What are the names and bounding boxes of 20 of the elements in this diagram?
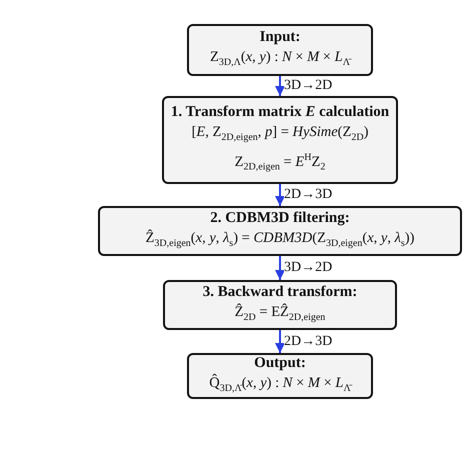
process-box	[163, 280, 397, 330]
process-box	[162, 96, 398, 184]
step-title: 2. CDBM3D filtering:	[210, 208, 350, 228]
arrow	[275, 256, 285, 280]
step-title: Input:	[260, 28, 300, 47]
formula: Ẑ$_{3D,eigen}$(x, y, λ$_{s}$) = CDBM3D(Z$_{3D,eigen}$(x, y, λ$_{s}$))	[146, 228, 414, 250]
arrow	[275, 330, 285, 353]
step-title: Output:	[254, 354, 306, 373]
formula: [E, Z$_{2D,eigen}$, p] = HySime(Z$_{2D}$)	[192, 122, 368, 145]
step-title: 3. Backward transform:	[202, 282, 358, 302]
arrow	[275, 184, 285, 206]
process-box	[187, 24, 373, 76]
formula: Z$_{2D,eigen}$ = E$^{H}$Z$_{2}$	[234, 150, 326, 174]
step-title: 1. Transform matrix E calculation	[170, 102, 390, 122]
arrow	[275, 76, 285, 96]
formula: Z$_{3D,Λ}$(x, y) : N × M × L$_{Λ̄}$	[210, 48, 350, 70]
process-box	[98, 206, 462, 256]
formula: Ẑ$_{2D}$ = EẐ$_{2D,eigen}$	[234, 302, 326, 324]
process-box	[187, 353, 373, 399]
formula: Q̂$_{3D,Λ̄}$(x, y) : N × M × L$_{Λ̄}$	[209, 372, 351, 396]
